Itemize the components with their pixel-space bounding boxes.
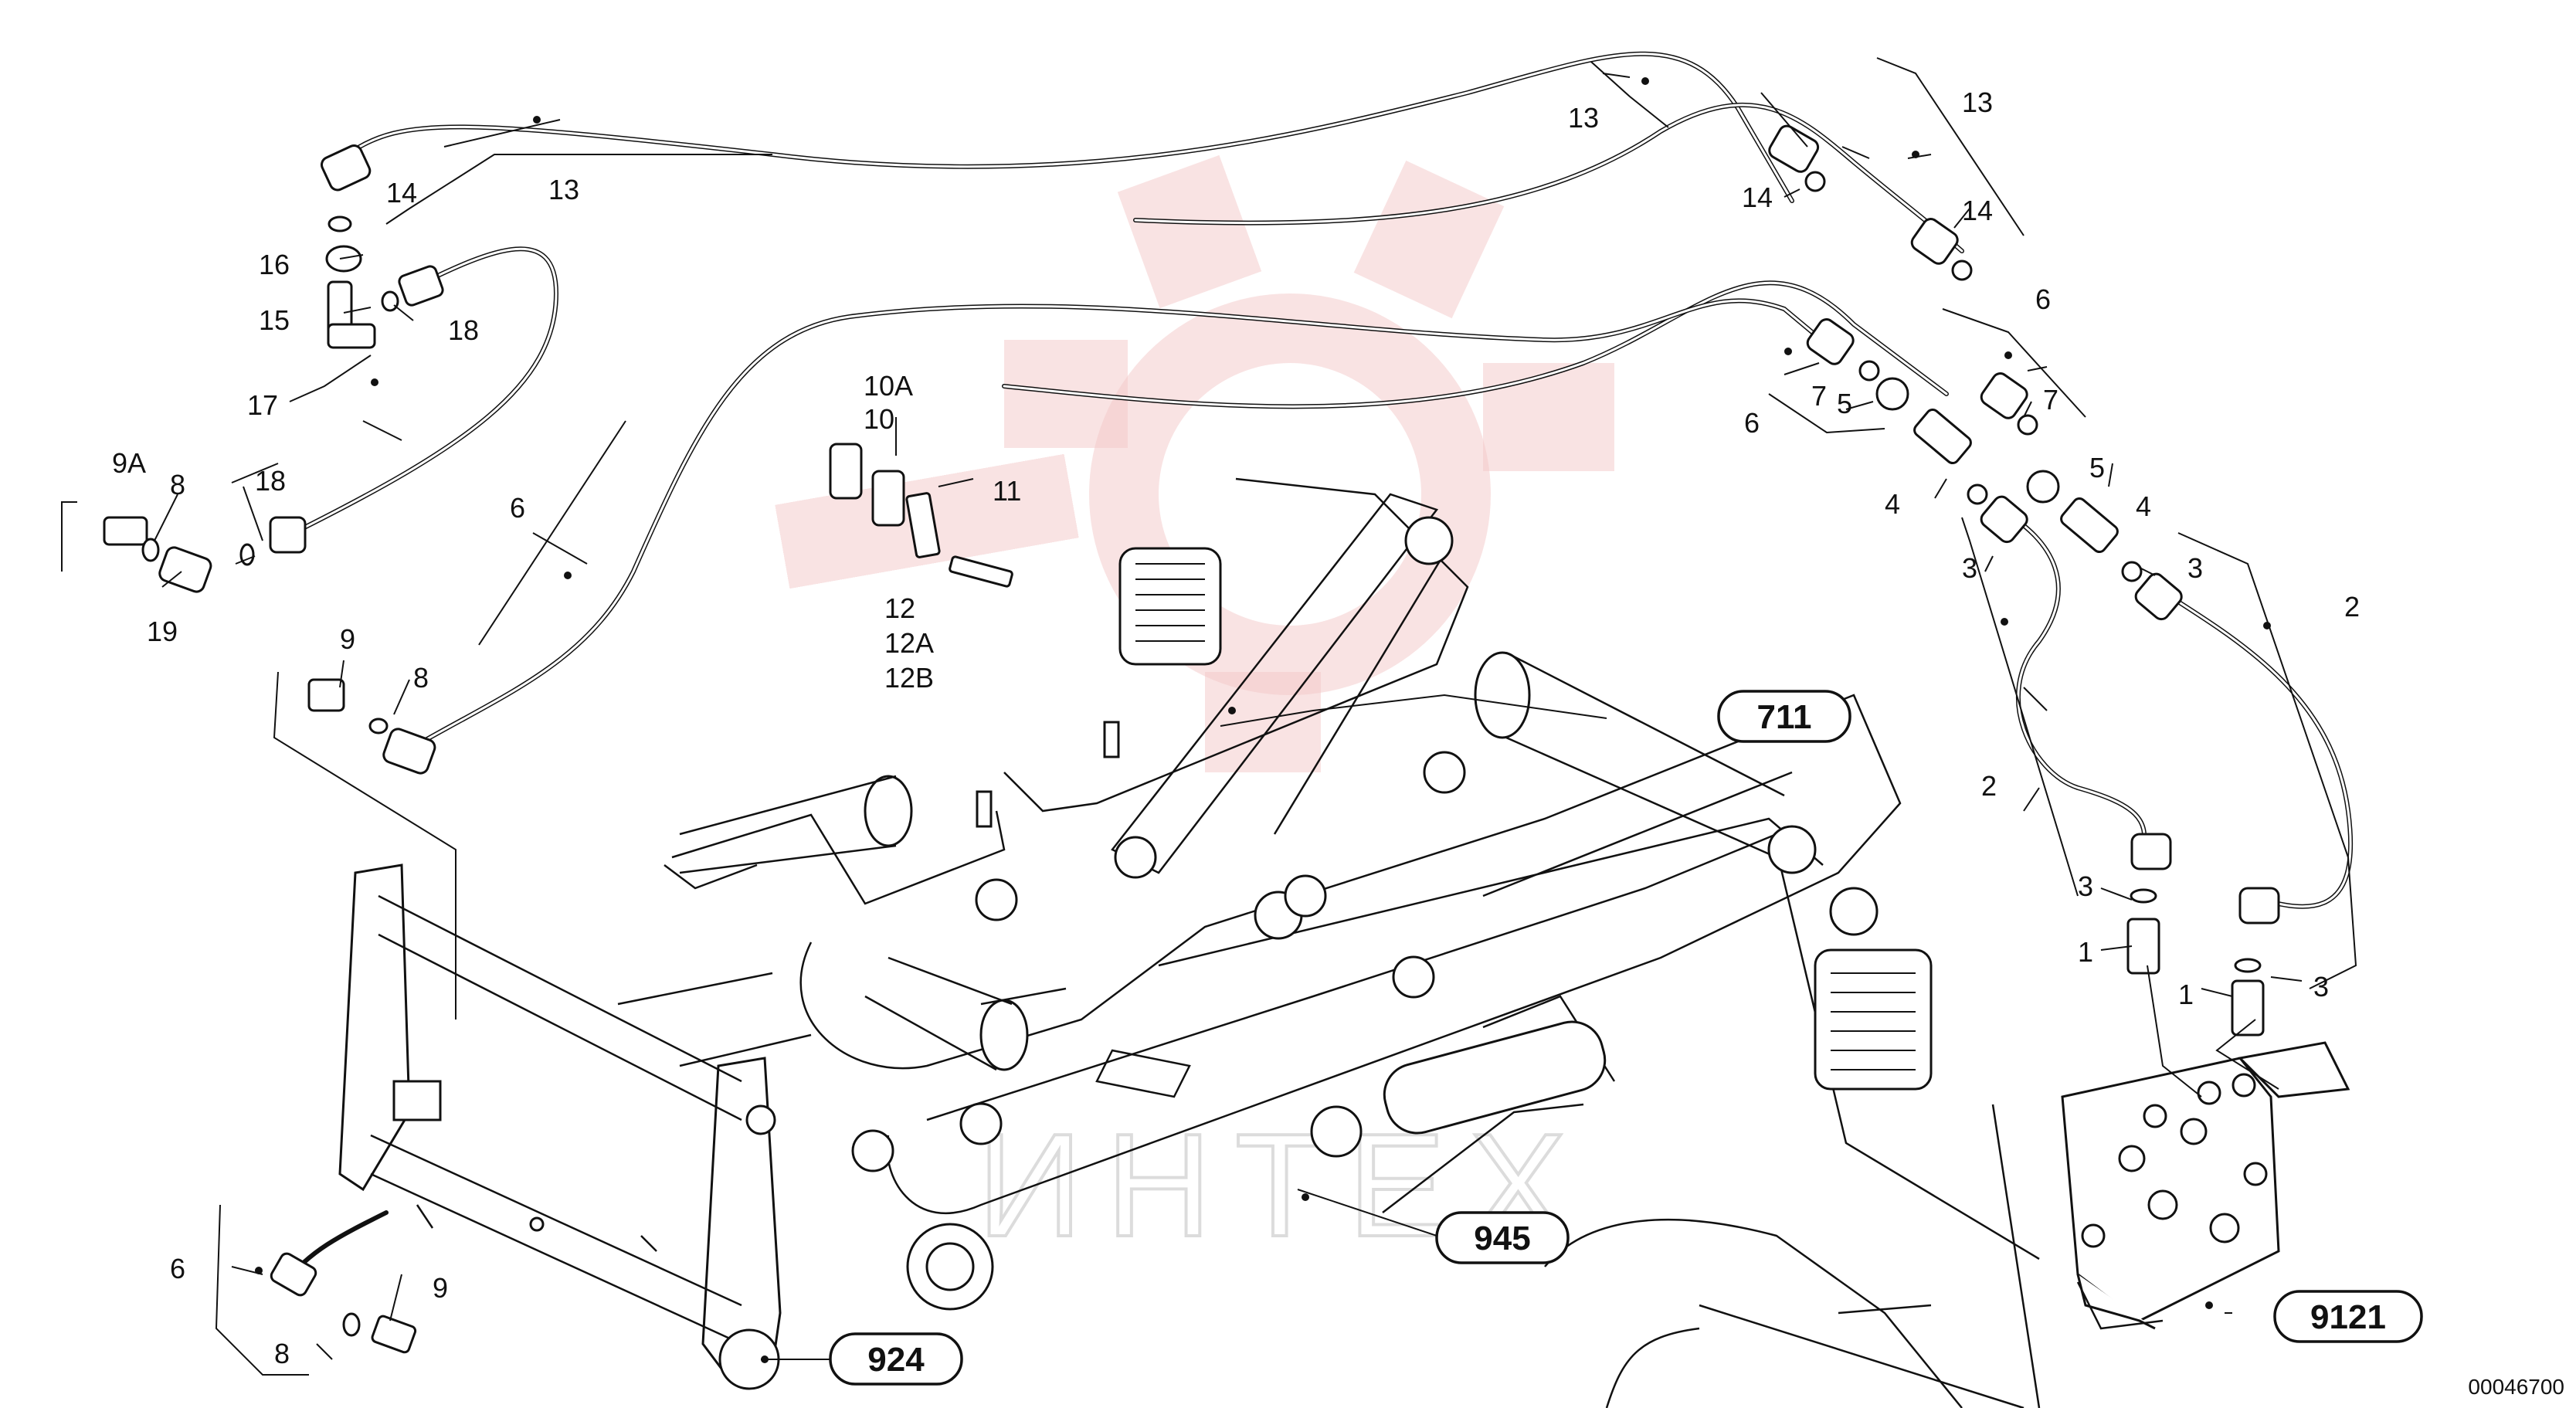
leader-lines [61,57,2357,1376]
loader-frame-drawing [617,477,2041,1408]
callout-1: 1 [2178,979,2194,1010]
callout-10a: 10A [864,370,913,402]
callout-14: 14 [386,177,417,209]
callout-14: 14 [1742,182,1773,213]
callout-9: 9 [340,623,355,655]
callout-2: 2 [1981,770,1997,802]
callout-3: 3 [2313,971,2329,1003]
callout-8: 8 [170,469,185,500]
callout-8: 8 [413,662,429,694]
callout-3: 3 [2187,552,2203,584]
hose-lines [283,51,2354,1284]
callout-7: 7 [2043,384,2058,416]
drawing-code: 00046700 [2468,1375,2564,1399]
reference-711: 711 [1717,690,1851,743]
callout-13: 13 [548,174,579,205]
reference-945: 945 [1435,1211,1570,1264]
reference-711-text: 711 [1757,698,1812,736]
callout-12a: 12A [884,627,934,659]
reference-924-text: 924 [867,1341,925,1379]
callout-9a: 9A [112,447,146,479]
callout-8: 8 [274,1338,290,1369]
callout-11: 11 [993,475,1021,507]
callout-10: 10 [864,403,894,435]
callout-13: 13 [1568,102,1599,134]
callout-19: 19 [147,616,178,647]
callout-6: 6 [170,1253,185,1284]
callout-13: 13 [1962,87,1993,118]
callout-5: 5 [2089,452,2105,483]
callout-4: 4 [1885,488,1900,520]
callout-17: 17 [247,389,278,421]
callout-3: 3 [2078,870,2093,902]
callout-9: 9 [433,1272,448,1304]
fittings [103,124,2280,1354]
callout-14: 14 [1962,195,1993,226]
callout-6: 6 [1744,407,1760,439]
callout-6: 6 [2035,283,2051,315]
reference-924: 924 [829,1332,963,1386]
callout-18: 18 [255,465,286,497]
callout-18: 18 [448,314,479,346]
control-valve-block [2061,1041,2350,1330]
callout-4: 4 [2136,490,2151,522]
callout-12b: 12B [884,662,934,694]
callout-16: 16 [259,249,290,280]
callout-3: 3 [1962,552,1977,584]
left-mounting-frame [338,863,782,1390]
callout-1: 1 [2078,936,2093,968]
leader-dots [255,77,2271,1363]
reference-9121-text: 9121 [2310,1298,2386,1336]
callout-6: 6 [510,492,525,524]
callout-2: 2 [2344,591,2360,623]
callout-5: 5 [1837,388,1852,419]
callout-15: 15 [259,304,290,336]
callout-12: 12 [884,592,915,624]
reference-9121: 9121 [2273,1290,2423,1343]
reference-945-text: 945 [1474,1220,1530,1257]
callout-labels: 13 14 16 15 18 17 9A 8 18 19 9 8 6 10A 1… [112,87,2360,1369]
callout-7: 7 [1811,380,1827,412]
